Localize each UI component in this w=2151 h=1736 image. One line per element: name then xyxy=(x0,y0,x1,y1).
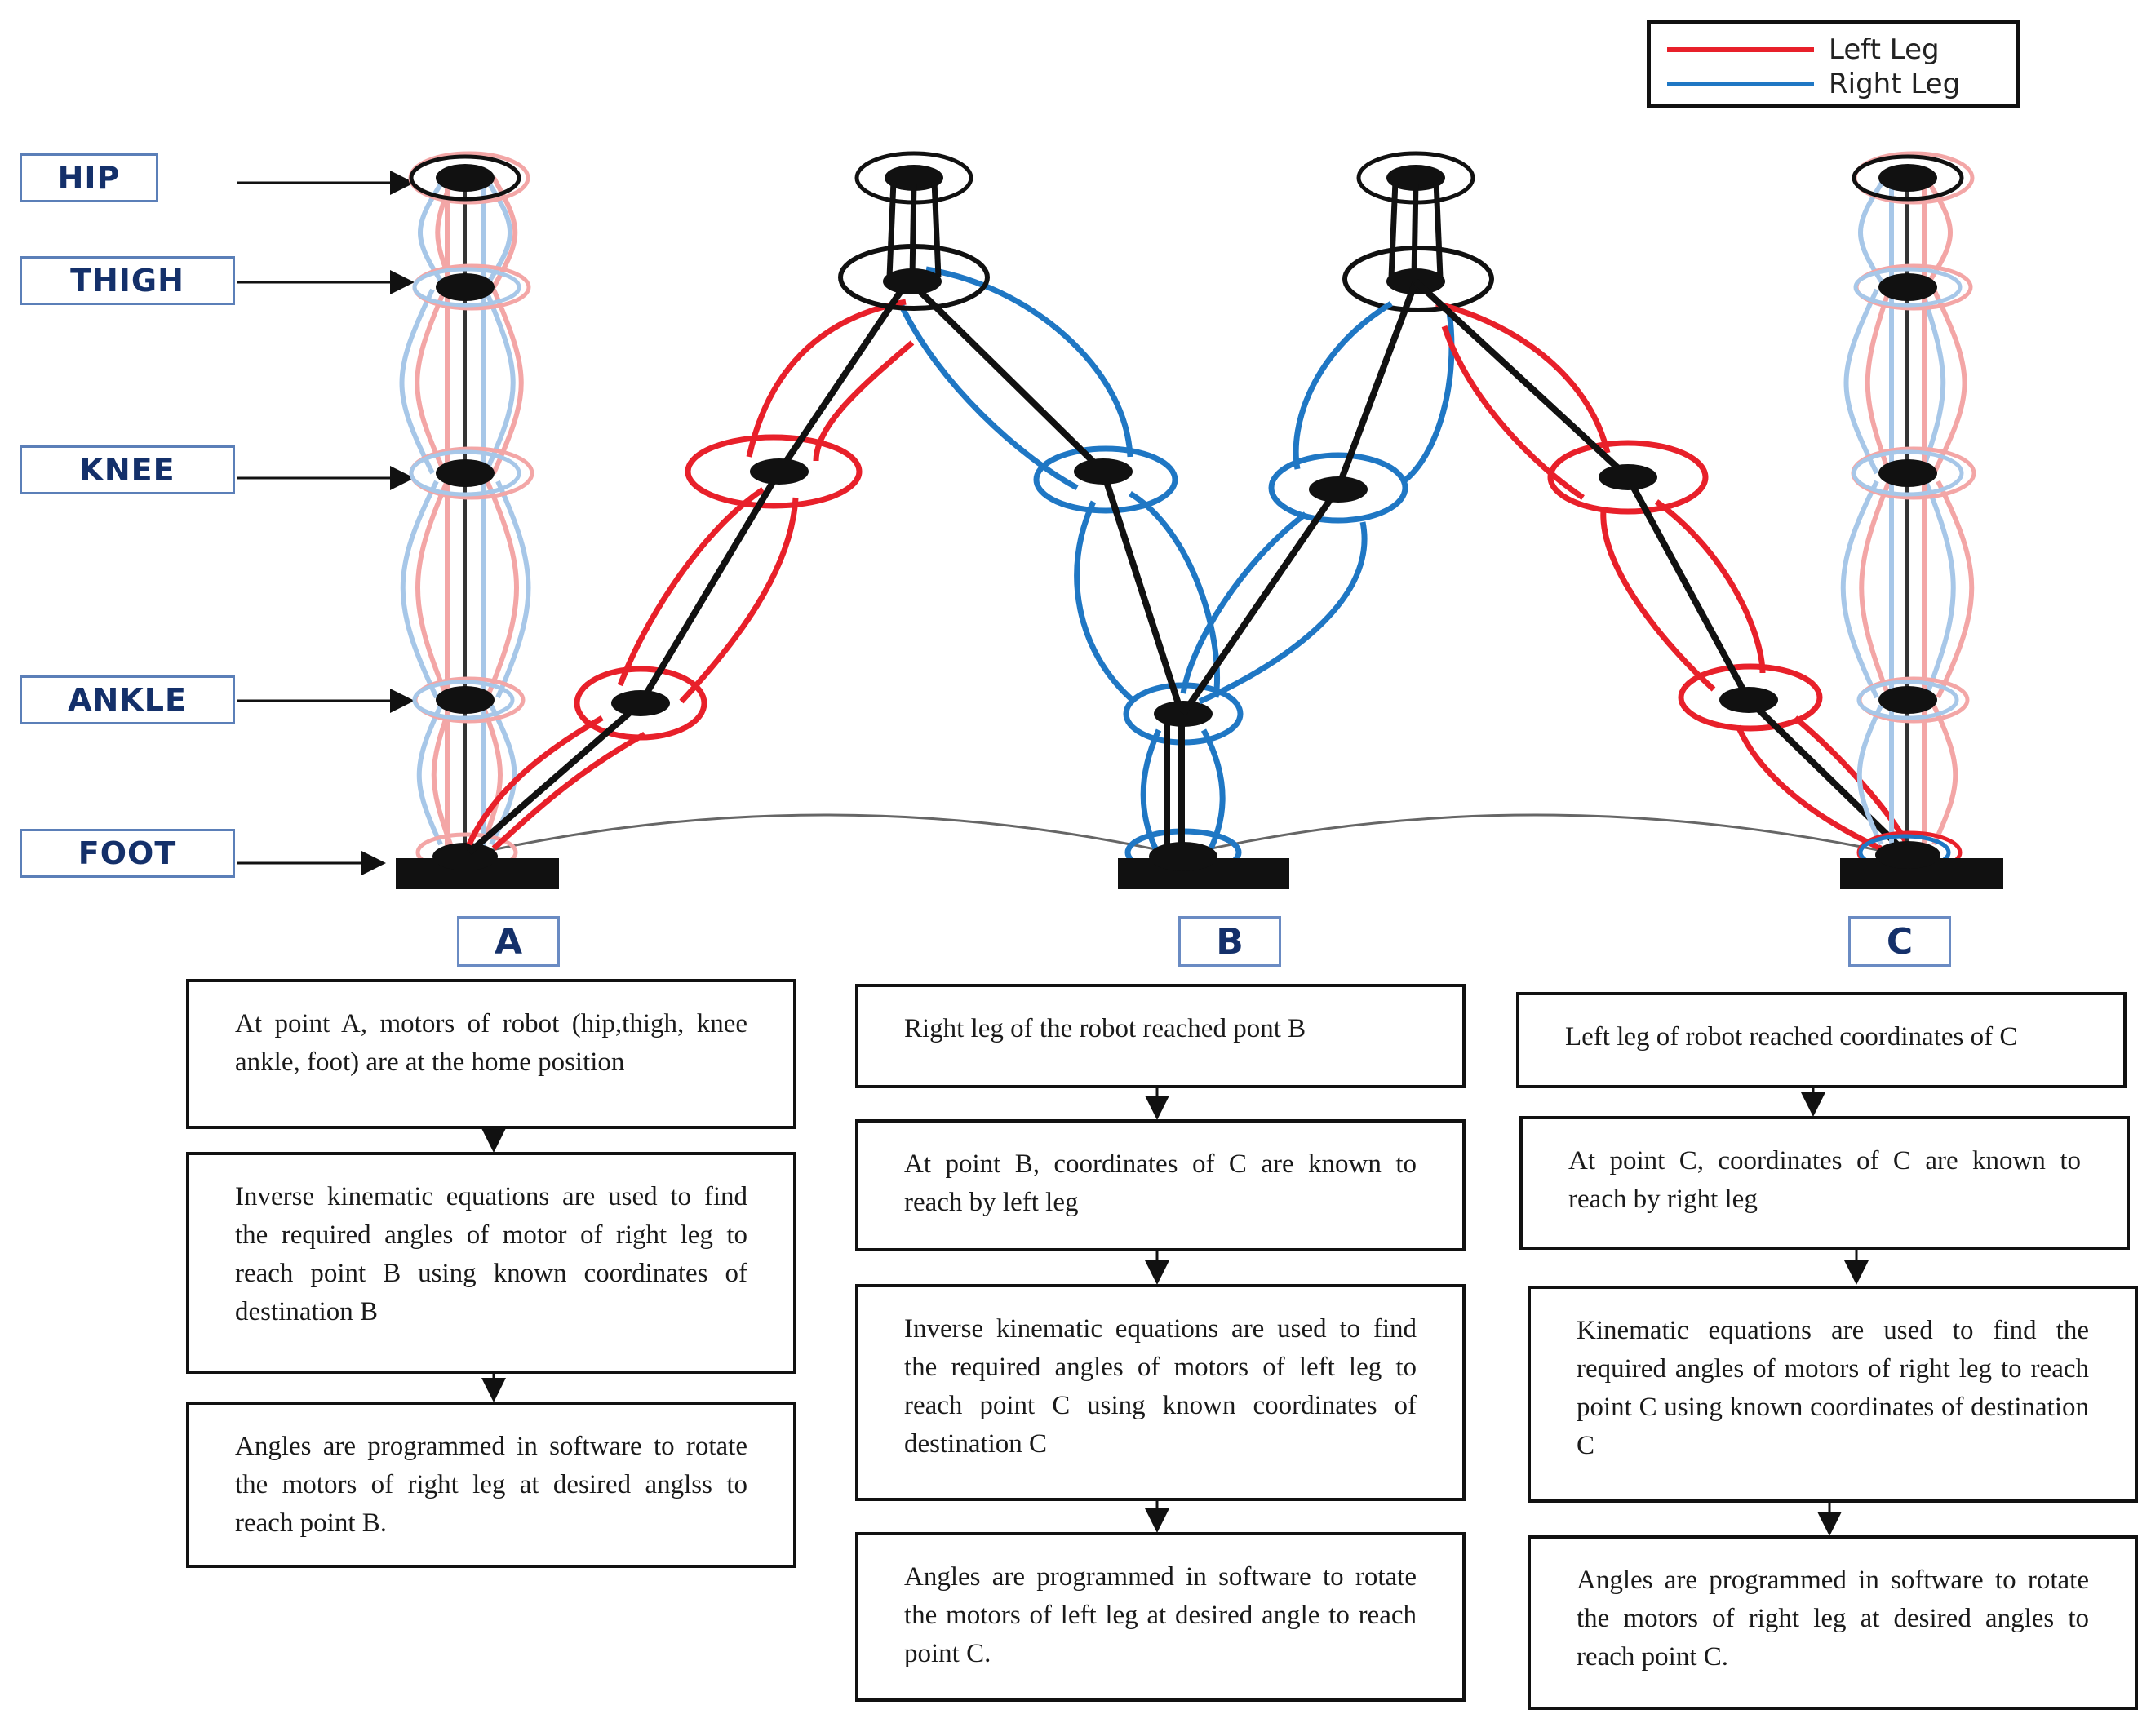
flow-c-step-2: At point C, coordinates of C are known t… xyxy=(1519,1116,2130,1250)
robot-pose-a xyxy=(396,151,559,889)
flow-a-step-3: Angles are programmed in software to rot… xyxy=(186,1402,796,1568)
foot-trajectory-arc-bc xyxy=(1181,813,1902,857)
flow-a-step-1: At point A, motors of robot (hip,thigh, … xyxy=(186,979,796,1129)
joint-label-ankle: ANKLE xyxy=(20,675,235,724)
flow-b-step-1: Right leg of the robot reached pont B xyxy=(855,984,1466,1088)
flow-c-step-3: Kinematic equations are used to find the… xyxy=(1528,1286,2138,1503)
legend-swatch-left-leg xyxy=(1667,47,1814,52)
flow-b-step-3: Inverse kinematic equations are used to … xyxy=(855,1284,1466,1501)
joint-label-knee: KNEE xyxy=(20,445,235,494)
position-label-b: B xyxy=(1178,916,1281,967)
flow-b-step-4: Angles are programmed in software to rot… xyxy=(855,1532,1466,1702)
legend-swatch-right-leg xyxy=(1667,82,1814,86)
joint-pointer-arrows xyxy=(237,170,415,875)
legend-label-left-leg: Left Leg xyxy=(1829,33,1940,66)
flow-b-step-2: At point B, coordinates of C are known t… xyxy=(855,1119,1466,1251)
pelvis-pose-1 xyxy=(838,151,990,311)
left-leg-swing-bc xyxy=(1413,279,1913,855)
foot-trajectory-arc-ab xyxy=(468,813,1182,857)
legend-item-right-leg: Right Leg xyxy=(1667,68,1960,100)
robot-pose-c xyxy=(1840,151,2003,889)
flow-c-step-1: Left leg of robot reached coordinates of… xyxy=(1516,992,2127,1088)
flow-c-step-4: Angles are programmed in software to rot… xyxy=(1528,1535,2138,1710)
right-leg-stride-b xyxy=(898,266,1289,889)
right-leg-support-b xyxy=(1180,280,1455,716)
position-label-a: A xyxy=(457,916,560,967)
joint-label-thigh: THIGH xyxy=(20,256,235,305)
flow-arrows xyxy=(481,1087,1869,1536)
joint-label-foot: FOOT xyxy=(20,829,235,878)
position-label-c: C xyxy=(1848,916,1951,967)
flow-a-step-2: Inverse kinematic equations are used to … xyxy=(186,1152,796,1374)
legend-item-left-leg: Left Leg xyxy=(1667,33,1940,66)
joint-label-hip: HIP xyxy=(20,153,158,202)
legend-label-right-leg: Right Leg xyxy=(1829,68,1961,100)
legend: Left Leg Right Leg xyxy=(1647,20,2020,108)
left-leg-swing-ab xyxy=(466,279,915,856)
